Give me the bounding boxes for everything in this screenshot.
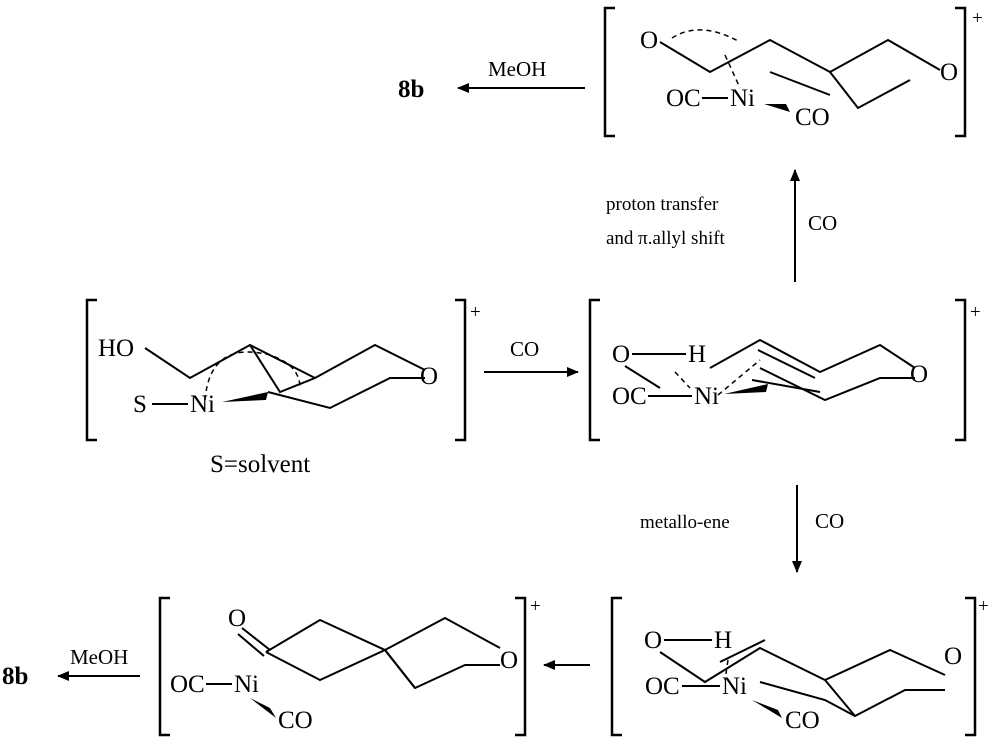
atom-oc: OC — [170, 671, 205, 698]
atom-o: O — [228, 605, 246, 632]
step-label: metallo-ene — [640, 512, 730, 533]
ring-o: O — [500, 647, 518, 674]
ring-o: O — [940, 59, 958, 86]
atom-h: H — [688, 341, 706, 368]
ring-o: O — [944, 643, 962, 670]
atom-co: CO — [278, 707, 313, 734]
carbonyl-nickel-complex-middle: + O H O OC Ni — [588, 298, 981, 442]
atom-o: O — [640, 27, 658, 54]
product-8b: 8b — [398, 76, 424, 103]
atom-ni: Ni — [190, 391, 215, 418]
charge: + — [470, 302, 481, 323]
atom-ni: Ni — [694, 383, 719, 410]
reagent-meoh: MeOH — [488, 57, 546, 81]
charge: + — [970, 302, 981, 323]
charge: + — [530, 596, 541, 617]
atom-ni: Ni — [722, 673, 747, 700]
reagent-co: CO — [808, 211, 837, 235]
reagent-meoh: MeOH — [70, 645, 128, 669]
step-label-line2: and π.allyl shift — [606, 228, 726, 249]
atom-oc: OC — [666, 85, 701, 112]
atom-s: S — [133, 391, 147, 418]
atom-o: O — [644, 627, 662, 654]
atom-ni: Ni — [730, 85, 755, 112]
charge: + — [978, 596, 989, 617]
atom-co: CO — [785, 707, 820, 734]
acyl-nickel-complex-bottom-left: + O O OC Ni CO — [158, 596, 541, 737]
reagent-co: CO — [815, 509, 844, 533]
charge: + — [972, 8, 983, 29]
allyl-nickel-complex-start: + HO O S Ni S=solvent — [85, 298, 481, 478]
atom-h: H — [714, 627, 732, 654]
atom-ho: HO — [98, 335, 134, 362]
ring-o: O — [420, 363, 438, 390]
atom-oc: OC — [645, 673, 680, 700]
alkyl-nickel-complex-bottom-right: + O H O OC Ni CO — [610, 596, 989, 737]
atom-oc: OC — [612, 383, 647, 410]
reagent-co: CO — [510, 337, 539, 361]
product-8b: 8b — [2, 663, 28, 690]
step-label-line1: proton transfer — [606, 194, 719, 215]
solvent-note: S=solvent — [210, 451, 310, 478]
atom-ni: Ni — [234, 671, 259, 698]
atom-co: CO — [795, 104, 830, 131]
acyl-nickel-complex-top: + O O OC Ni CO — [603, 6, 983, 138]
ring-o: O — [910, 361, 928, 388]
atom-o: O — [612, 341, 630, 368]
